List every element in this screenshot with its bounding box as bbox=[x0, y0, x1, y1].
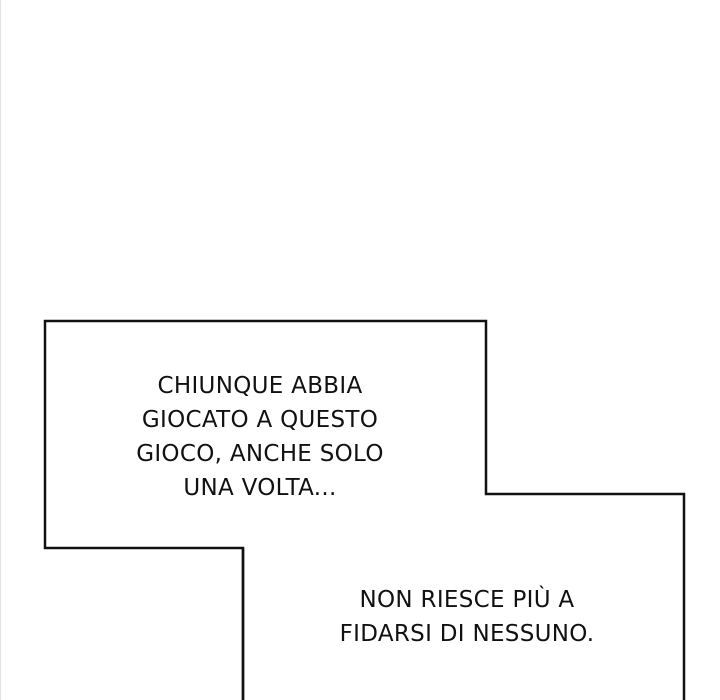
caption-line: NON RIESCE PIÙ A bbox=[359, 587, 575, 613]
panel-border-one bbox=[43, 319, 686, 700]
caption-line: UNA VOLTA... bbox=[183, 475, 337, 501]
caption-line: GIOCATO A QUESTO bbox=[141, 407, 379, 433]
caption-box-one: CHIUNQUE ABBIA GIOCATO A QUESTO GIOCO, A… bbox=[55, 369, 465, 505]
caption-box-two: NON RIESCE PIÙ A FIDARSI DI NESSUNO. bbox=[262, 583, 672, 651]
caption-line: FIDARSI DI NESSUNO. bbox=[339, 621, 595, 647]
page-edge bbox=[0, 0, 1, 700]
caption-line: CHIUNQUE ABBIA bbox=[157, 373, 363, 399]
caption-line: GIOCO, ANCHE SOLO bbox=[136, 441, 384, 467]
